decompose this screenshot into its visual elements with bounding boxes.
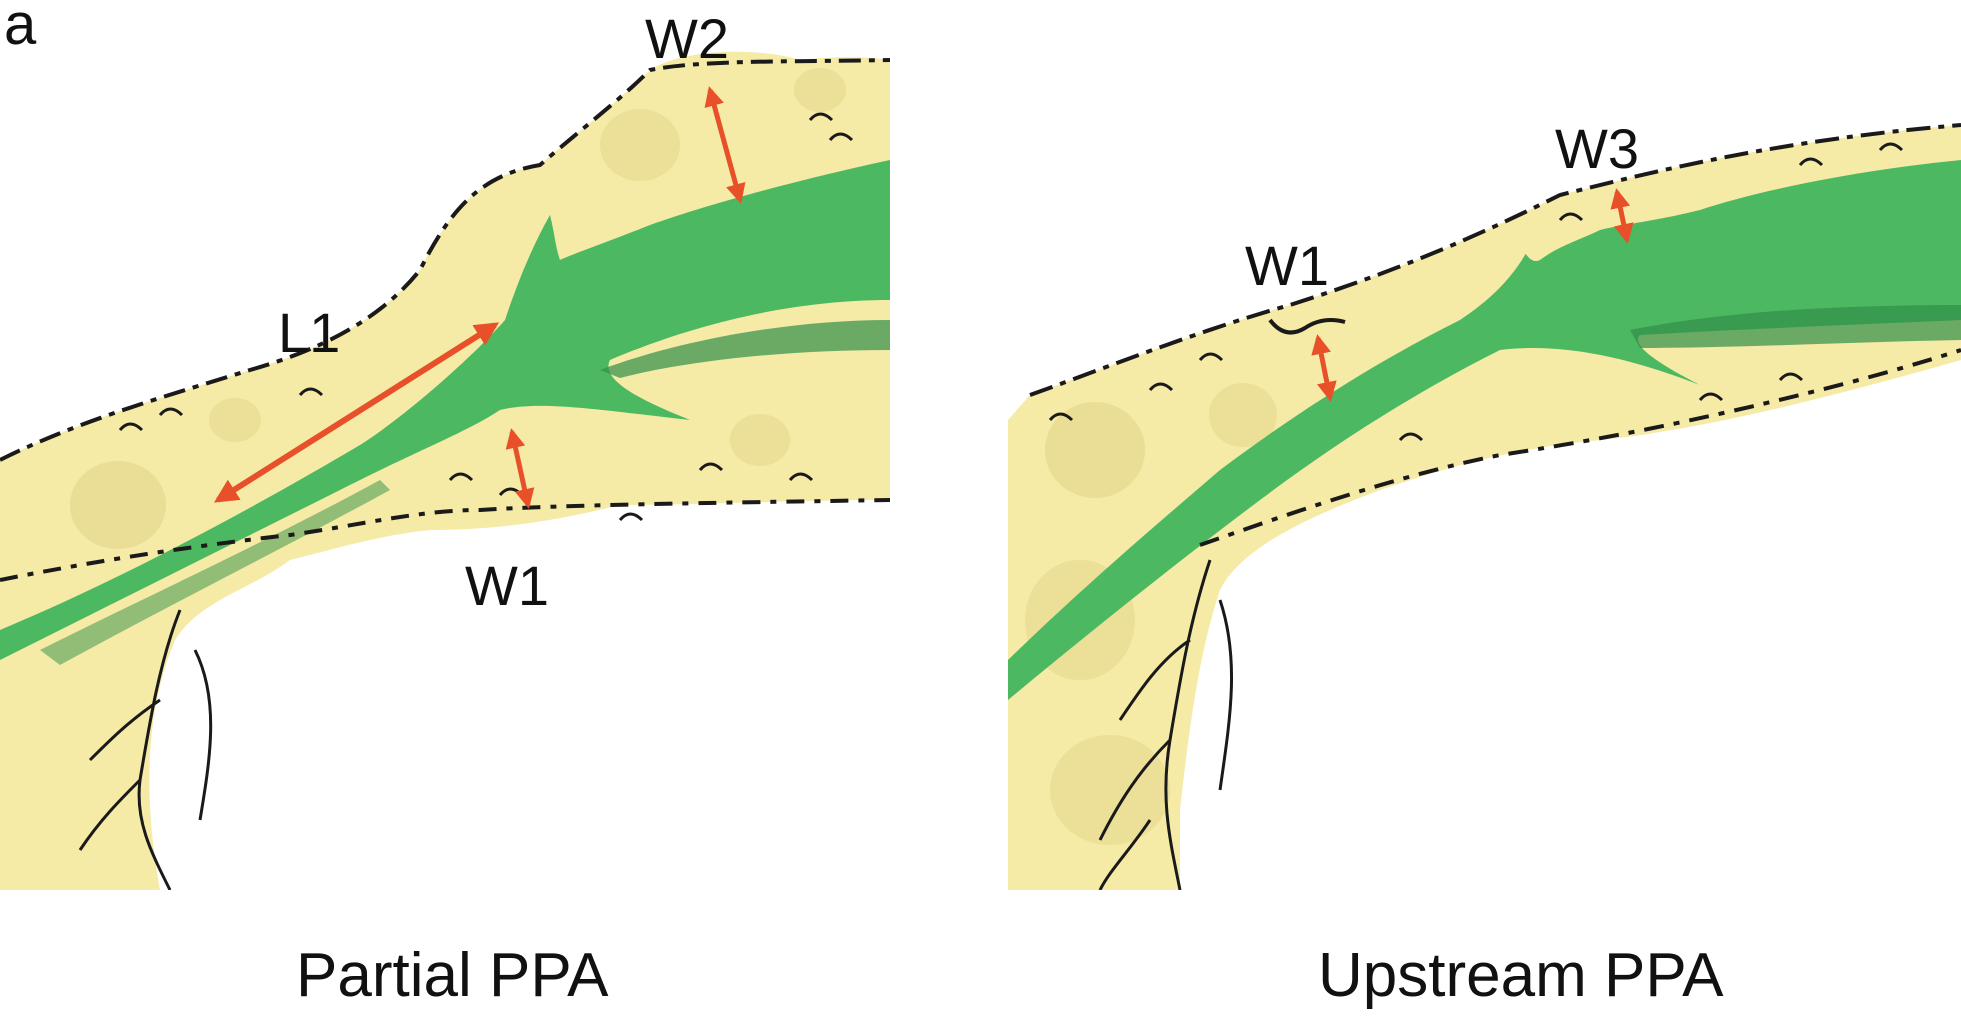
left-nerve-inner [600,320,890,378]
label-w1: W1 [1245,234,1329,297]
left-outline-top [0,58,890,462]
label-w2: W2 [645,7,729,70]
right-outline-top [1029,123,1961,397]
left-arrow-w2 [704,86,746,204]
caption-upstream-ppa: Upstream PPA [1318,941,1724,1010]
left-nerve-inner [40,480,390,665]
right-tissue-cell [1050,735,1170,845]
panel-letter: a [4,0,37,57]
right-panel: W3 W1 [1008,117,1961,890]
left-panel: W2 L1 W1 [0,7,890,890]
right-nerve-inner [1630,305,1961,348]
label-l1: L1 [278,301,340,364]
left-outline-bottom [0,498,890,582]
right-nerve [1008,160,1961,700]
left-tissue-cell [794,68,846,112]
right-arrow-w3 [1610,188,1634,244]
label-w3: W3 [1555,117,1639,180]
right-w1-bracket [1268,318,1346,335]
left-tissue-cell [70,461,166,549]
right-arrow-w1 [1311,334,1337,402]
left-tissue-cell [600,109,680,181]
right-tissue-cell [1045,402,1145,498]
right-vessels [1098,559,1234,890]
right-curls [1048,142,1904,442]
left-tissue-cell [730,414,790,466]
right-outline-bottom [1199,348,1961,547]
left-tissue-cell [209,398,261,442]
label-w1: W1 [465,554,549,617]
left-vessels [78,609,213,890]
caption-partial-ppa: Partial PPA [296,941,609,1010]
left-arrow-w1 [505,428,535,509]
left-arrow-l1 [213,322,500,503]
right-tissue-cell [1209,383,1277,447]
